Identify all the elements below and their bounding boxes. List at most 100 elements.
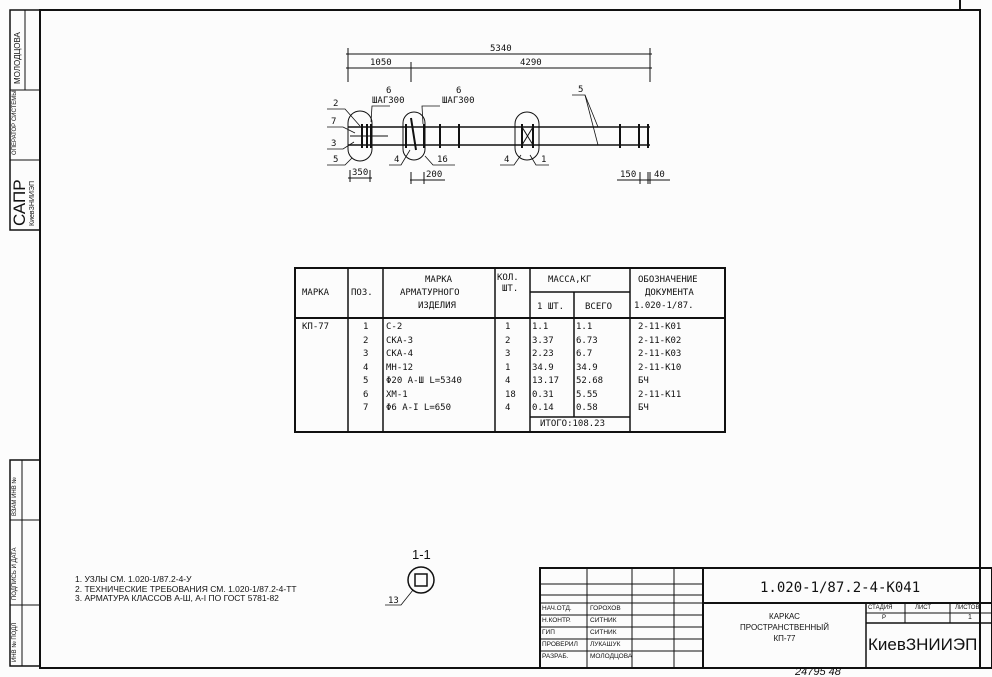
cell-item: Φ20 А-Ш L=5340 [386, 376, 462, 386]
cell-m1: 2.23 [532, 349, 554, 359]
cell-qty: 1 [505, 362, 511, 373]
cell-mt: 6.7 [576, 349, 593, 359]
cell-pos: 4 [363, 362, 369, 373]
callout: 2 [333, 99, 339, 109]
stage-value: Р [882, 615, 887, 621]
note: 2. ТЕХНИЧЕСКИЕ ТРЕБОВАНИЯ СМ. 1.020-1/87… [75, 583, 297, 594]
side-columns-frame [9, 459, 41, 667]
cell-mt: 0.58 [576, 403, 598, 413]
notes: 1. УЗЛЫ СМ. 1.020-1/87.2-4-У 2. ТЕХНИЧЕС… [75, 574, 297, 604]
cell-pos: 2 [363, 335, 369, 346]
cell-doc: 2-11-К10 [638, 362, 682, 373]
cell-m1: 13.17 [532, 376, 560, 386]
side-stamp-sapr: САПР [10, 179, 29, 226]
header-marka: МАРКА [302, 288, 330, 298]
cell-pos: 3 [363, 349, 369, 359]
cell-doc: БЧ [638, 403, 649, 413]
cell-qty: 18 [505, 389, 516, 400]
callout: 1 [541, 155, 547, 165]
signer-role: ПРОВЕРИЛ [542, 641, 578, 648]
cell-mt: 52.68 [576, 376, 604, 386]
signer-role: ГИП [542, 629, 555, 636]
cell-item: МН-12 [386, 362, 414, 373]
cell-item: СКА-3 [386, 335, 414, 346]
side-stamp-name: МОЛОДЦОВА [13, 32, 22, 84]
cell-mt: 5.55 [576, 389, 598, 400]
dim-label: 4290 [520, 58, 542, 68]
sheet-frame [39, 9, 981, 669]
dim-label: 40 [654, 170, 665, 180]
cell-mt: 1.1 [576, 322, 593, 332]
callout: 4 [504, 155, 510, 165]
header-mass-total: ВСЕГО [585, 302, 613, 312]
org-name: КиевЗНИИЭП [868, 635, 978, 654]
header-item: ИЗДЕЛИЯ [418, 301, 456, 311]
header-doc: 1.020-1/87. [634, 301, 694, 311]
header-qty: КОЛ. [497, 273, 519, 283]
cell-doc: 2-11-К11 [638, 389, 682, 400]
cell-doc: 2-11-К01 [638, 322, 682, 332]
cell-pos: 5 [363, 376, 369, 386]
cell-doc: 2-11-К03 [638, 349, 682, 359]
cell-qty: 2 [505, 335, 511, 346]
side-column-label: ВЗАМ ИНВ № [12, 477, 18, 516]
dimension-lines [346, 48, 670, 184]
header-pos: ПОЗ. [351, 288, 373, 298]
cell-item: Φ6 А-I L=650 [386, 403, 452, 413]
callout: 6 [456, 86, 462, 96]
cell-qty: 3 [505, 349, 511, 359]
dim-label: 1050 [370, 58, 392, 68]
signer-name: СИТНИК [590, 617, 617, 624]
sheet-label: ЛИСТ [915, 605, 932, 611]
footer-number: 24795 48 [795, 666, 841, 677]
cell-item: СКА-4 [386, 349, 414, 359]
signer-role: НАЧ.ОТД. [542, 605, 572, 612]
drawing-title: КАРКАС ПРОСТРАНСТВЕННЫЙ КП-77 [703, 611, 866, 644]
callout: 6 [386, 86, 392, 96]
cell-pos: 7 [363, 403, 369, 413]
section-circle [407, 566, 435, 594]
title-line: КАРКАС [769, 612, 800, 621]
callout: ШАГ300 [442, 96, 475, 106]
signer-name: ГОРОХОВ [590, 605, 621, 612]
section-callout: 13 [388, 596, 399, 606]
header-doc: ОБОЗНАЧЕНИЕ [638, 275, 698, 285]
document-code: 1.020-1/87.2-4-К041 [760, 580, 921, 596]
cell-doc: 2-11-К02 [638, 335, 682, 346]
callout: 5 [578, 85, 584, 95]
cell-mt: 34.9 [576, 362, 598, 373]
signer-name: МОЛОДЦОВА [590, 653, 633, 660]
header-item: АРМАТУРНОГО [400, 288, 460, 298]
note: 3. АРМАТУРА КЛАССОВ А-Ш, А-I ПО ГОСТ 578… [75, 593, 279, 603]
note: 1. УЗЛЫ СМ. 1.020-1/87.2-4-У [75, 574, 192, 584]
signer-role: РАЗРАБ. [542, 653, 569, 660]
signer-role: Н.КОНТР. [542, 617, 571, 624]
header-mass: МАССА,КГ [548, 275, 592, 285]
callout: 5 [333, 155, 339, 165]
cell-doc: БЧ [638, 376, 649, 386]
marka-value: КП-77 [302, 322, 330, 332]
cell-m1: 0.31 [532, 389, 554, 400]
callout: 16 [437, 155, 448, 165]
cell-pos: 6 [363, 389, 369, 400]
dim-label: 350 [352, 168, 369, 178]
callout: 3 [331, 139, 337, 149]
header-doc: ДОКУМЕНТА [645, 288, 694, 298]
cell-item: ХМ-1 [386, 389, 408, 400]
title-line: ПРОСТРАНСТВЕННЫЙ [740, 623, 829, 632]
signer-name: СИТНИК [590, 629, 617, 636]
header-mass-1: 1 ШТ. [537, 302, 565, 312]
cell-pos: 1 [363, 322, 369, 332]
cell-m1: 0.14 [532, 403, 554, 413]
side-column-label: ПОДПИСЬ И ДАТА [12, 547, 18, 600]
dim-label: 5340 [490, 44, 512, 54]
side-stamp-role: ОПЕРАТОР СИСТЕМЫ [12, 90, 18, 155]
dim-label: 200 [426, 170, 443, 180]
sheets-label: ЛИСТОВ [955, 605, 980, 611]
side-column-label: ИНВ № ПОДЛ [12, 622, 18, 662]
header-qty: ШТ. [502, 284, 519, 294]
side-stamp-org: КиевЗНИИЭП [29, 180, 36, 226]
cell-m1: 34.9 [532, 362, 554, 373]
cell-item: С-2 [386, 322, 403, 332]
